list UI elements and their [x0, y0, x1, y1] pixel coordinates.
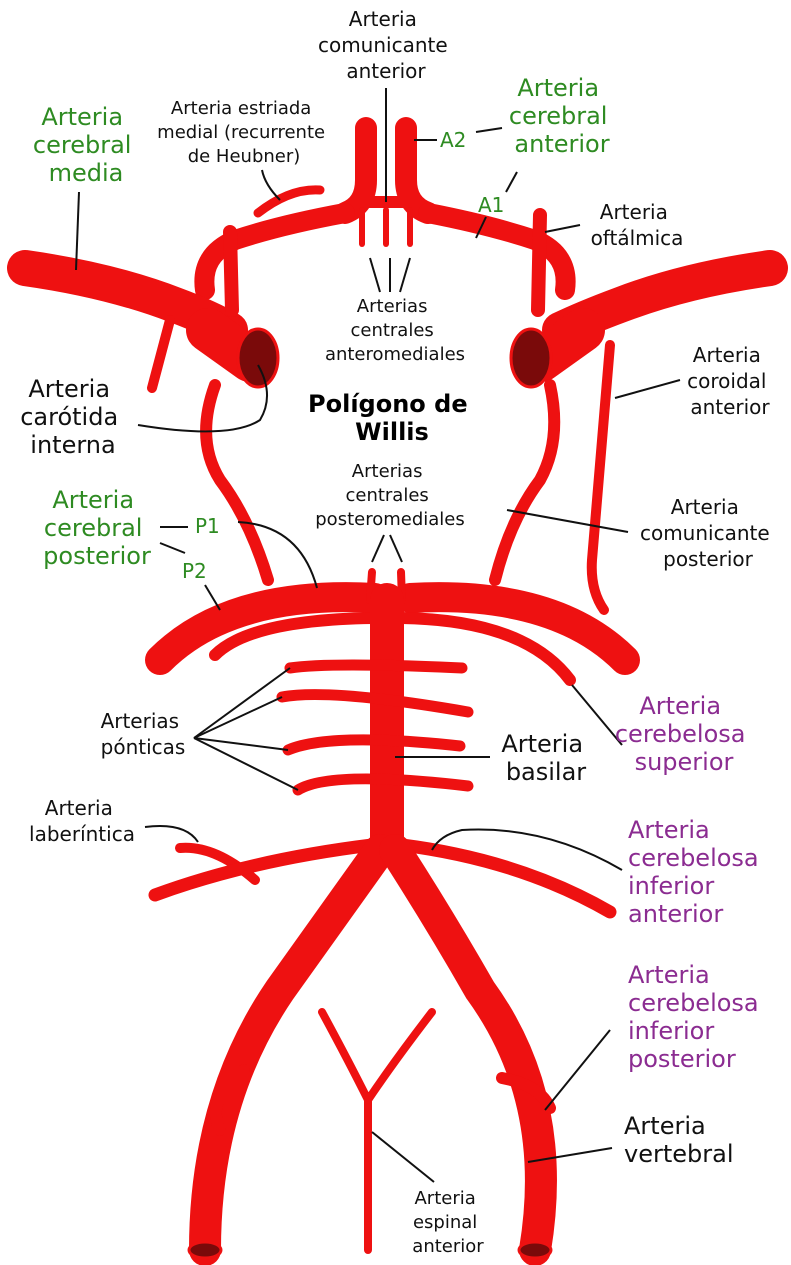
label-vertebral: Arteria vertebral	[624, 1112, 734, 1168]
leader-anteromediales-1	[370, 258, 380, 292]
internal-carotid-lumen-left	[238, 329, 278, 387]
recurrent-artery-of-heubner	[258, 190, 320, 213]
pontine-artery	[290, 665, 462, 668]
leader-cerebral-posterior-p2	[160, 543, 185, 553]
posterior-cerebral-artery-right	[410, 597, 625, 660]
carotid-branch-left	[152, 320, 170, 388]
label-carotida-interna: Arteria carótida interna	[20, 375, 126, 459]
posterior-communicating-artery-right	[495, 385, 554, 580]
leader-laberintica	[145, 826, 198, 842]
label-cerebelosa-inferior-posterior: Arteria cerebelosa inferior posterior	[628, 961, 766, 1073]
leader-oftalmica	[545, 225, 580, 232]
leader-p2	[205, 585, 220, 610]
label-espinal-anterior: Arteria espinal anterior	[412, 1188, 484, 1257]
leader-ponticas-1	[194, 668, 290, 738]
label-p1: P1	[195, 514, 220, 538]
label-cerebral-media: Arteria cerebral media	[33, 103, 139, 187]
label-a2: A2	[440, 128, 466, 152]
label-ponticas: Arterias pónticas	[101, 709, 186, 759]
label-comunicante-anterior: Arteria comunicante anterior	[318, 7, 454, 83]
label-laberintica: Arteria laberíntica	[29, 796, 135, 846]
leader-posteromediales-1	[372, 535, 384, 562]
label-cerebral-posterior: Arteria cerebral posterior	[43, 486, 151, 570]
label-cerebelosa-superior: Arteria cerebelosa superior	[615, 692, 753, 776]
ophthalmic-artery-right	[538, 215, 540, 310]
ophthalmic-artery-left	[230, 232, 232, 310]
vertebral-lumen-left	[189, 1242, 221, 1258]
leader-posteromediales-2	[390, 535, 402, 562]
label-oftalmica: Arteria oftálmica	[591, 200, 684, 250]
label-comunicante-posterior: Arteria comunicante posterior	[640, 495, 776, 571]
anterior-spinal-artery	[322, 1012, 368, 1250]
label-a1: A1	[478, 193, 504, 217]
vertebral-lumen-right	[519, 1242, 551, 1258]
anterior-choroidal-artery	[592, 345, 610, 610]
leader-cerebral-anterior-a2	[476, 128, 502, 132]
label-estriada-medial: Arteria estriada medial (recurrente de H…	[157, 98, 331, 167]
leader-espinal-anterior	[372, 1132, 434, 1182]
label-centrales-posteromediales: Arterias centrales posteromediales	[315, 461, 464, 530]
label-coroidal-anterior: Arteria coroidal anterior	[687, 343, 773, 419]
label-centrales-anteromediales: Arterias centrales anteromediales	[325, 296, 465, 365]
vertebral-artery-left	[205, 850, 380, 1250]
internal-carotid-lumen-right	[511, 329, 551, 387]
anterior-spinal-artery-branch	[368, 1012, 432, 1100]
anterior-cerebral-artery-left-a2	[345, 128, 366, 213]
leader-cerebelosa-inferior-posterior	[545, 1030, 610, 1110]
diagram-title: Polígono de Willis	[308, 390, 476, 446]
posterior-communicating-artery-left	[206, 385, 268, 580]
leader-coroidal-anterior	[615, 380, 680, 398]
leader-cerebral-anterior-a1	[506, 172, 517, 192]
label-cerebral-anterior: Arteria cerebral anterior	[509, 74, 615, 158]
leader-ponticas-2	[194, 697, 282, 738]
label-p2: P2	[182, 559, 207, 583]
label-basilar: Arteria basilar	[501, 730, 590, 786]
leader-anteromediales-3	[400, 258, 410, 292]
leader-cerebral-media	[76, 192, 79, 270]
leader-comunicante-posterior	[507, 510, 628, 532]
leader-ponticas-4	[194, 738, 298, 790]
label-cerebelosa-inferior-anterior: Arteria cerebelosa inferior anterior	[628, 816, 766, 928]
